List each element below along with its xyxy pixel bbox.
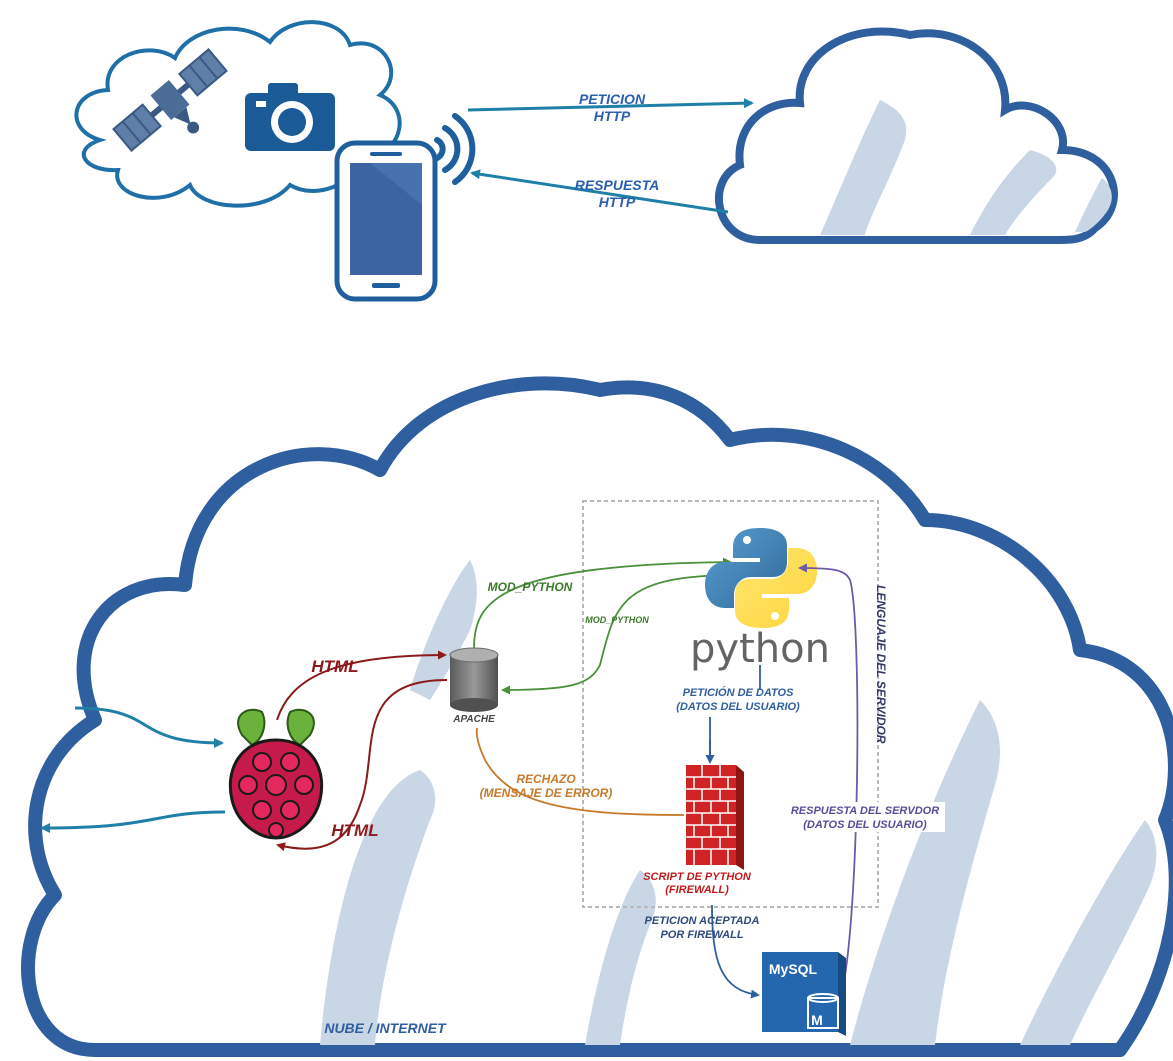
apache-server-icon: [449, 647, 499, 712]
device-cloud: [74, 20, 402, 208]
python-logo-icon: [705, 528, 817, 628]
rejection-arrow: [475, 727, 685, 816]
accepted-label-1: PETICION ACEPTADA: [645, 915, 760, 927]
apache-to-raspberry-arrow: [276, 679, 448, 852]
raspberry-pi-icon: [228, 708, 324, 840]
accepted-request-arrow: [711, 904, 760, 999]
data-request-label-2: (DATOS DEL USUARIO): [676, 701, 800, 713]
mod-python-response-arrow: [501, 574, 739, 695]
apache-label: APACHE: [452, 714, 495, 725]
mod-python-label-2: MOD_PYTHON: [585, 615, 649, 625]
html-to-apache-arrow: [276, 650, 447, 721]
rejection-label-1: RECHAZO: [516, 772, 576, 786]
internet-cloud: [21, 376, 1173, 1057]
mysql-label: MySQL: [769, 961, 818, 977]
http-request-arrow: [467, 98, 754, 112]
firewall-label-2: (FIREWALL): [665, 884, 729, 896]
server-response-label-bg: [785, 802, 945, 832]
server-response-arrow: [798, 563, 859, 1001]
camera-icon: [245, 83, 335, 151]
wifi-signal-icon: [434, 113, 476, 185]
http-request-label-line2: HTTP: [594, 108, 631, 124]
http-response-label-line1: RESPUESTA: [575, 177, 660, 193]
satellite-icon: [112, 48, 228, 152]
html-label-top: HTML: [311, 657, 358, 676]
data-request-label-1: PETICIÓN DE DATOS: [683, 686, 794, 699]
server-language-label: LENGUAJE DEL SERVIDOR: [874, 585, 888, 744]
smartphone-icon: [334, 140, 438, 302]
incoming-request-arrow: [74, 706, 224, 748]
mod-python-request-arrow: [473, 557, 732, 649]
server-response-label-2: (DATOS DEL USUARIO): [803, 819, 927, 831]
server-cloud: [714, 27, 1118, 244]
firewall-icon: [686, 765, 744, 870]
python-logo-text: python: [690, 626, 830, 672]
http-request-label-line1: PETICION: [579, 91, 646, 107]
html-label-bottom: HTML: [331, 821, 378, 840]
mod-python-label-1: MOD_PYTHON: [488, 580, 573, 594]
cloud-footer-label: NUBE / INTERNET: [324, 1020, 447, 1036]
firewall-label-1: SCRIPT DE PYTHON: [643, 871, 752, 883]
http-response-label-line2: HTTP: [599, 194, 636, 210]
server-response-label-1: RESPUESTA DEL SERVDOR: [791, 805, 939, 817]
mysql-database-icon: [762, 952, 846, 1036]
http-response-arrow: [470, 169, 729, 214]
server-box: [582, 500, 879, 908]
accepted-label-2: POR FIREWALL: [660, 929, 743, 941]
outgoing-response-arrow: [40, 810, 226, 833]
rejection-label-2: (MENSAJE DE ERROR): [480, 786, 613, 800]
mysql-m-label: M: [811, 1012, 823, 1028]
